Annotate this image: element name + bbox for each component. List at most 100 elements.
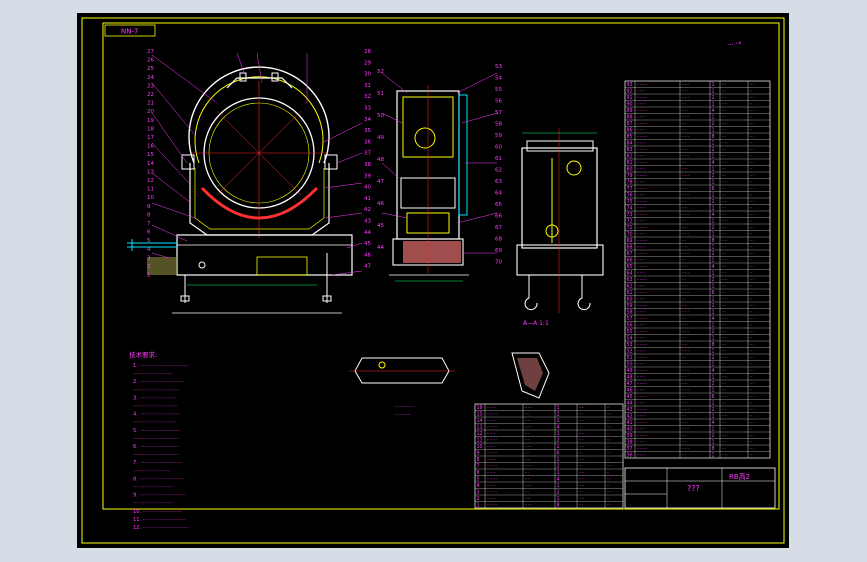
bom-cell: ··· xyxy=(579,465,584,470)
bom-cell: ······· xyxy=(637,291,648,296)
balloon-labels: 2726252423222120191817161514131211109876… xyxy=(147,49,502,279)
cad-drawing[interactable]: NN-7 ··· ‘° xyxy=(77,13,789,548)
bom-cell: ······· xyxy=(637,174,648,179)
bom-cell: 1 xyxy=(712,375,715,381)
bom-cell: ···· xyxy=(722,454,728,459)
bom-cell: ····· xyxy=(525,484,533,489)
bom-row: 1············8······ xyxy=(475,501,623,509)
detail-shaft: ············ ·········· xyxy=(349,357,455,418)
housing-lining-arc xyxy=(194,76,324,164)
bom-cell: 2 xyxy=(712,173,715,179)
balloon-number: 23 xyxy=(147,83,154,89)
bom-cell: ·· xyxy=(750,129,753,134)
balloon-number: 40 xyxy=(364,185,371,191)
bom-cell: ······ xyxy=(637,233,646,238)
bom-cell: ··· xyxy=(607,504,612,509)
bom-cell: ···· xyxy=(682,441,688,446)
balloon-number: 58 xyxy=(495,122,502,128)
bom-cell: ······· xyxy=(637,304,648,309)
bom-cell: ·· xyxy=(750,363,753,368)
bom-cell: 1 xyxy=(712,82,715,88)
bom-cell: ·· xyxy=(607,445,610,450)
bom-cell: ······· xyxy=(637,356,648,361)
end-base xyxy=(516,244,604,276)
bom-row: 80··········1····· xyxy=(625,165,770,173)
bom-cell: ······· xyxy=(637,122,648,127)
bom-cell: 1 xyxy=(557,431,560,437)
bom-cell: ····· xyxy=(525,445,533,450)
note-line: ························· xyxy=(133,485,175,491)
bom-cell: ······ xyxy=(487,484,496,489)
bom-cell: 77 xyxy=(627,186,633,192)
bom-row: 62··········1····· xyxy=(625,282,770,290)
balloon-number: 60 xyxy=(495,145,502,151)
bom-cell: ··· xyxy=(750,200,755,205)
bom-cell: 56 xyxy=(627,323,633,329)
note-line: 11. ·························· xyxy=(133,517,186,523)
bom-cell: ···· xyxy=(682,343,688,348)
bom-cell: ····· xyxy=(682,252,690,257)
bom-row: 45··········6······· xyxy=(625,392,770,400)
bom-row: 73············4······ xyxy=(625,210,770,218)
bom-cell: ··· xyxy=(722,83,727,88)
balloon-number: 37 xyxy=(364,151,371,157)
bom-cell: ···· xyxy=(722,415,728,420)
bom-row: 48·········1······ xyxy=(625,373,770,381)
bom-cell: ······· xyxy=(637,265,648,270)
bom-row: 10···········1······ xyxy=(475,442,623,450)
bom-cell: 83 xyxy=(627,147,633,153)
flange-right xyxy=(324,154,338,170)
bom-cell: 8 xyxy=(477,457,480,463)
bom-row: 92··········1····· xyxy=(625,87,770,95)
balloon-number: 11 xyxy=(147,187,154,193)
title-drawing-no: RB高2 xyxy=(729,472,750,481)
bom-cell: ··· xyxy=(722,90,727,95)
bom-row: 8··········1······ xyxy=(475,455,623,463)
bom-cell: ···· xyxy=(722,200,728,205)
balloon-number: 64 xyxy=(495,191,502,197)
note-line: ······················· xyxy=(133,468,171,474)
balloon-number: 47 xyxy=(377,179,384,185)
bom-cell: ····· xyxy=(682,194,690,199)
bom-cell: ··· xyxy=(750,343,755,348)
bom-cell: 36 xyxy=(627,453,633,459)
bom-cell: 2 xyxy=(712,147,715,153)
bom-cell: ··· xyxy=(750,304,755,309)
bom-cell: ···· xyxy=(722,181,728,186)
bom-cell: ····· xyxy=(682,272,690,277)
bom-cell: ··· xyxy=(722,402,727,407)
bom-cell: 85 xyxy=(627,134,633,140)
bom-cell: ··· xyxy=(750,96,755,101)
bom-cell: 2 xyxy=(477,496,480,502)
bom-cell: ··· xyxy=(750,291,755,296)
bom-cell: ··· xyxy=(722,207,727,212)
bom-cell: ··· xyxy=(750,265,755,270)
bom-cell: ··· xyxy=(525,491,530,496)
bom-row: 16···········1······ xyxy=(477,405,610,411)
bom-cell: ···· xyxy=(525,497,531,502)
bom-cell: 14 xyxy=(477,418,483,424)
bom-cell: ··· xyxy=(750,83,755,88)
bom-cell: ···· xyxy=(722,122,728,127)
drawing-viewport[interactable]: NN-7 ··· ‘° xyxy=(77,13,789,548)
bom-cell: ··· xyxy=(682,337,687,342)
balloon-number: 62 xyxy=(495,168,502,174)
note-line: 7. ·························· xyxy=(133,460,183,466)
balloon-number: 34 xyxy=(364,117,371,123)
bom-cell: 16 xyxy=(477,405,483,411)
bom-row: 59···········2······ xyxy=(625,301,770,309)
note-line: 6. ························ xyxy=(133,444,180,450)
bom-cell: 90 xyxy=(627,102,633,108)
bom-cell: ······· xyxy=(637,434,648,439)
bom-row: 56··········1····· xyxy=(625,321,770,329)
bom-cell: 1 xyxy=(557,470,560,476)
bom-cell: ··· xyxy=(750,330,755,335)
bom-row: 78·········1······ xyxy=(625,178,770,186)
note-line: 9. ···························· xyxy=(133,493,186,499)
bom-cell: ·· xyxy=(750,168,753,173)
bom-cell: ··· xyxy=(682,122,687,127)
bom-row: 51··········2······· xyxy=(625,353,770,361)
bom-cell: ··· xyxy=(750,356,755,361)
bom-cell: 1 xyxy=(557,496,560,502)
bom-cell: 92 xyxy=(627,89,633,95)
